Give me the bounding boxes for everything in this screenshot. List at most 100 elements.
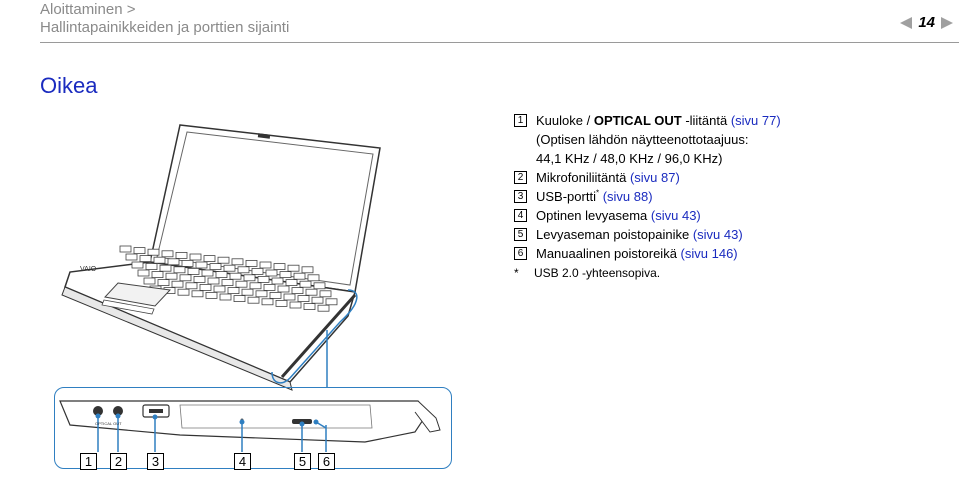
list-item: 2 Mikrofoniliitäntä (sivu 87) [514, 168, 954, 187]
keyboard-key [159, 264, 172, 272]
keyboard-key [243, 274, 256, 282]
component-list: 1 Kuuloke / OPTICAL OUT -liitäntä (sivu … [514, 111, 954, 283]
list-item: 4 Optinen levyasema (sivu 43) [514, 206, 954, 225]
previous-page-icon[interactable] [900, 16, 913, 29]
keyboard-key [273, 263, 286, 271]
keyboard-key [311, 296, 324, 304]
keyboard-key [203, 255, 216, 263]
keyboard-key [193, 275, 206, 283]
keyboard-key [269, 291, 282, 299]
keyboard-key [223, 264, 236, 272]
keyboard-key [147, 248, 160, 256]
item-number: 5 [514, 228, 527, 241]
keyboard-key [263, 283, 276, 291]
keyboard-key [247, 296, 260, 304]
keyboard-key [241, 288, 254, 296]
keyboard-key [221, 279, 234, 287]
keyboard-key [185, 282, 198, 290]
keyboard-key [181, 259, 194, 267]
list-item: 1 Kuuloke / OPTICAL OUT -liitäntä (sivu … [514, 111, 954, 168]
callout-3: 3 [147, 453, 164, 470]
keyboard-key [293, 272, 306, 280]
keyboard-key [297, 295, 310, 303]
breadcrumb-parent[interactable]: Aloittaminen > [40, 1, 136, 18]
keyboard-key [213, 285, 226, 293]
keyboard-key [257, 275, 270, 283]
item-number: 4 [514, 209, 527, 222]
keyboard-key [191, 290, 204, 298]
page-link[interactable]: (sivu 146) [680, 246, 738, 261]
list-item: 6 Manuaalinen poistoreikä (sivu 146) [514, 244, 954, 263]
keyboard-key [133, 247, 146, 255]
item-text: Mikrofoniliitäntä [536, 170, 630, 185]
page-link[interactable]: (sivu 43) [692, 227, 743, 242]
item-text: -liitäntä [681, 113, 731, 128]
laptop-brand-logo: VAIO [80, 266, 97, 273]
list-item: 5 Levyaseman poistopainike (sivu 43) [514, 225, 954, 244]
page-link[interactable]: (sivu 43) [650, 208, 701, 223]
keyboard-key [233, 295, 246, 303]
item-text: Kuuloke / [536, 113, 594, 128]
keyboard-key [325, 298, 338, 306]
footnote-marker: * [595, 188, 600, 198]
keyboard-key [139, 255, 152, 263]
page-link[interactable]: (sivu 87) [629, 170, 680, 185]
keyboard-key [217, 256, 230, 264]
keyboard-key [317, 304, 330, 312]
list-item: 3 USB-portti* (sivu 88) [514, 187, 954, 206]
keyboard-key [265, 269, 278, 277]
keyboard-key [313, 282, 326, 290]
page-link[interactable]: (sivu 88) [602, 189, 653, 204]
keyboard-key [137, 269, 150, 277]
item-detail-line: 44,1 KHz / 48,0 KHz / 96,0 KHz) [536, 151, 723, 166]
footnote: *USB 2.0 -yhteensopiva. [514, 264, 954, 283]
keyboard-key [251, 267, 264, 275]
keyboard-key [153, 256, 166, 264]
keyboard-key [235, 280, 248, 288]
page-navigation: 14 [900, 14, 953, 31]
keyboard-key [261, 298, 274, 306]
keyboard-key [271, 277, 284, 285]
item-text: USB-portti [536, 189, 596, 204]
breadcrumb: Aloittaminen > Hallintapainikkeiden ja p… [40, 1, 289, 37]
next-page-icon[interactable] [941, 16, 953, 29]
callout-5: 5 [294, 453, 311, 470]
keyboard-key [237, 266, 250, 274]
keyboard-key [177, 288, 190, 296]
keyboard-key [283, 293, 296, 301]
keyboard-key [125, 253, 138, 261]
breadcrumb-current: Hallintapainikkeiden ja porttien sijaint… [40, 19, 290, 36]
page-link[interactable]: (sivu 77) [730, 113, 781, 128]
keyboard-key [157, 279, 170, 287]
keyboard-key [287, 264, 300, 272]
keyboard-key [175, 251, 188, 259]
keyboard-key [299, 280, 312, 288]
keyboard-key [227, 287, 240, 295]
optical-out-port-label: OPTICAL OUT [95, 421, 122, 426]
keyboard-key [209, 263, 222, 271]
section-title: Oikea [40, 73, 98, 98]
keyboard-key [167, 258, 180, 266]
keyboard-key [119, 245, 132, 253]
item-number: 3 [514, 190, 527, 203]
keyboard-key [259, 261, 272, 269]
keyboard-key [289, 301, 302, 309]
side-view-callout-box [54, 387, 452, 469]
keyboard-key [277, 285, 290, 293]
item-text-bold: OPTICAL OUT [593, 113, 682, 128]
item-text: Optinen levyasema [536, 208, 651, 223]
keyboard-key [145, 263, 158, 271]
item-detail-line: (Optisen lähdön näytteenottotaajuus: [536, 132, 749, 147]
keyboard-key [171, 280, 184, 288]
keyboard-key [285, 279, 298, 287]
keyboard-key [161, 250, 174, 258]
keyboard-key [189, 253, 202, 261]
keyboard-key [229, 272, 242, 280]
keyboard-key [319, 290, 332, 298]
keyboard-key [201, 269, 214, 277]
keyboard-key [231, 258, 244, 266]
callout-6: 6 [318, 453, 335, 470]
keyboard-key [205, 291, 218, 299]
callout-1: 1 [80, 453, 97, 470]
